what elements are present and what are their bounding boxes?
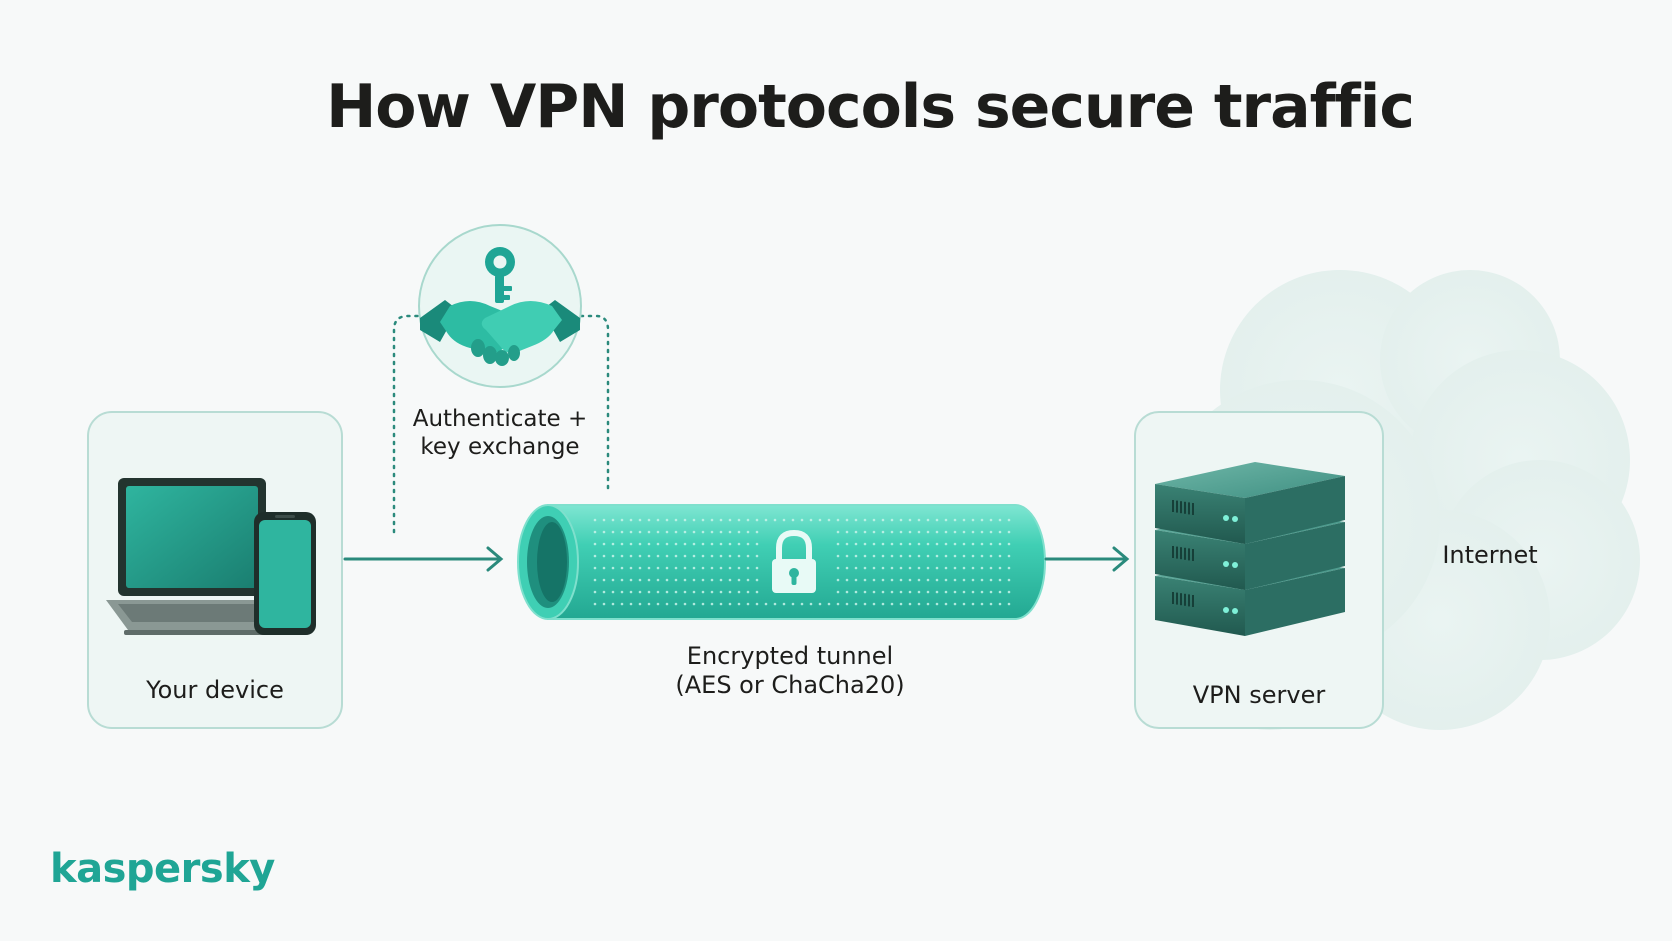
server-label: VPN server <box>1192 681 1326 709</box>
smartphone-icon <box>254 512 316 635</box>
auth-label-line1: Authenticate + <box>412 406 588 432</box>
tunnel-label-line2: (AES or ChaCha20) <box>675 671 905 699</box>
auth-connector-right <box>579 314 610 494</box>
laptop-icon <box>106 478 300 635</box>
device-label: Your device <box>146 676 284 704</box>
page-title: How VPN protocols secure traffic <box>326 72 1415 142</box>
brand-logo: kaspersky <box>50 846 275 892</box>
server-unit <box>1155 462 1345 544</box>
tunnel-label-line1: Encrypted tunnel <box>686 642 894 670</box>
auth-label-line2: key exchange <box>420 434 580 460</box>
auth-circle <box>418 224 582 388</box>
key-icon <box>485 247 515 303</box>
internet-label: Internet <box>1442 541 1538 569</box>
lock-icon <box>772 529 816 593</box>
server-stack-icon <box>1155 462 1345 636</box>
auth-connector-left <box>392 314 426 534</box>
arrow-tunnel-to-server <box>1044 546 1130 572</box>
arrow-device-to-tunnel <box>343 546 504 572</box>
handshake-icon <box>420 300 580 366</box>
